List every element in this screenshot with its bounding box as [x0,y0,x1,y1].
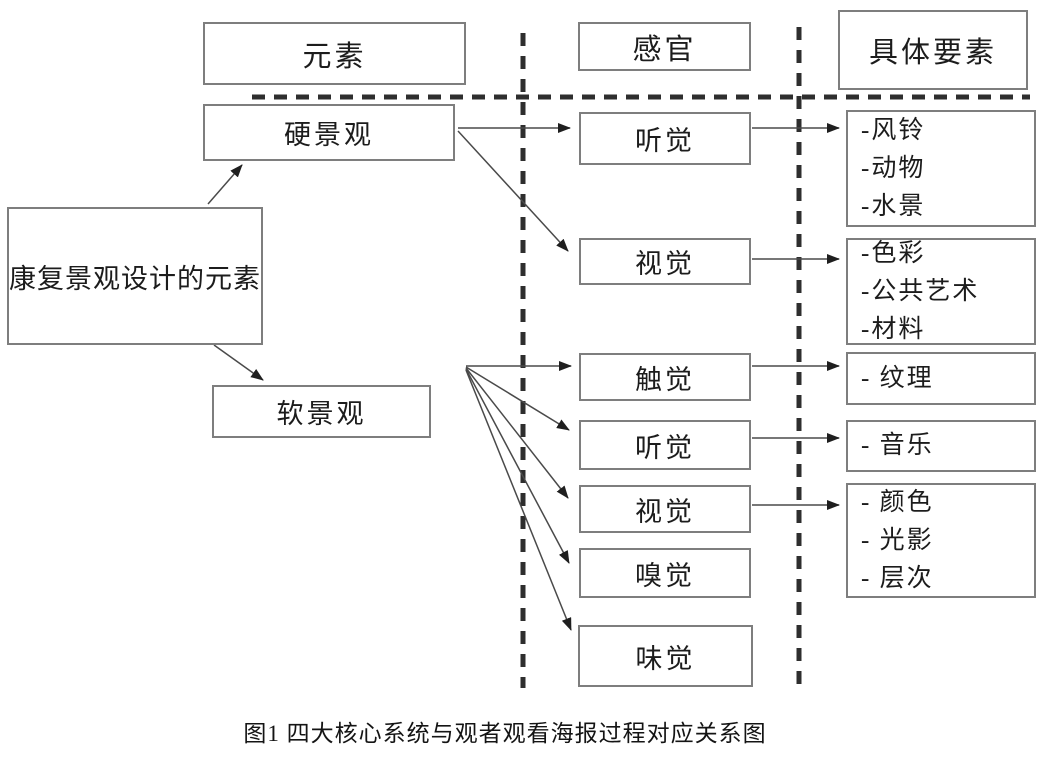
column-header-elements: 元素 [203,22,466,85]
column-header-senses: 感官 [578,22,751,71]
sense-box-vision-2: 视觉 [579,485,751,533]
figure-caption: 图1 四大核心系统与观者观看海报过程对应关系图 [243,721,767,746]
sense-box-touch: 触觉 [579,353,751,401]
arrow-root-to-hard [207,164,243,205]
sense-box-hearing-2: 听觉 [579,420,751,470]
arrow-hard-to-vision [457,130,569,252]
detail-box-hearing-2: - 音乐 [846,420,1036,472]
detail-item: - 纹理 [861,364,934,392]
arrow-soft-to-vision [465,367,569,499]
sense-box-hearing-1: 听觉 [579,112,751,165]
sense-box-smell: 嗅觉 [579,548,751,598]
detail-item: -水景 [861,192,926,220]
arrow-soft-to-smell [465,368,570,564]
detail-box-vision-1: -色彩 -公共艺术 -材料 [846,238,1036,345]
detail-item: - 层次 [861,564,934,592]
detail-item: -色彩 [861,239,926,267]
arrow-soft-to-taste [465,369,572,631]
detail-item: -材料 [861,315,926,343]
sense-box-vision-1: 视觉 [579,238,751,285]
detail-box-hearing-1: -风铃 -动物 -水景 [846,110,1036,227]
detail-item: - 颜色 [861,488,934,516]
detail-item: -动物 [861,154,926,182]
sense-box-taste: 味觉 [578,625,753,687]
detail-item: - 光影 [861,526,934,554]
detail-box-vision-2: - 颜色 - 光影 - 层次 [846,483,1036,598]
detail-item: -公共艺术 [861,277,980,305]
arrow-soft-to-hearing [465,366,570,431]
root-box: 康复景观设计的元素 [7,207,263,345]
soft-landscape-box: 软景观 [212,385,431,438]
arrow-root-to-soft [213,344,264,381]
detail-item: -风铃 [861,116,926,144]
detail-item: - 音乐 [861,432,934,459]
column-header-details: 具体要素 [838,10,1028,90]
detail-box-touch: - 纹理 [846,352,1036,405]
hard-landscape-box: 硬景观 [203,104,455,161]
